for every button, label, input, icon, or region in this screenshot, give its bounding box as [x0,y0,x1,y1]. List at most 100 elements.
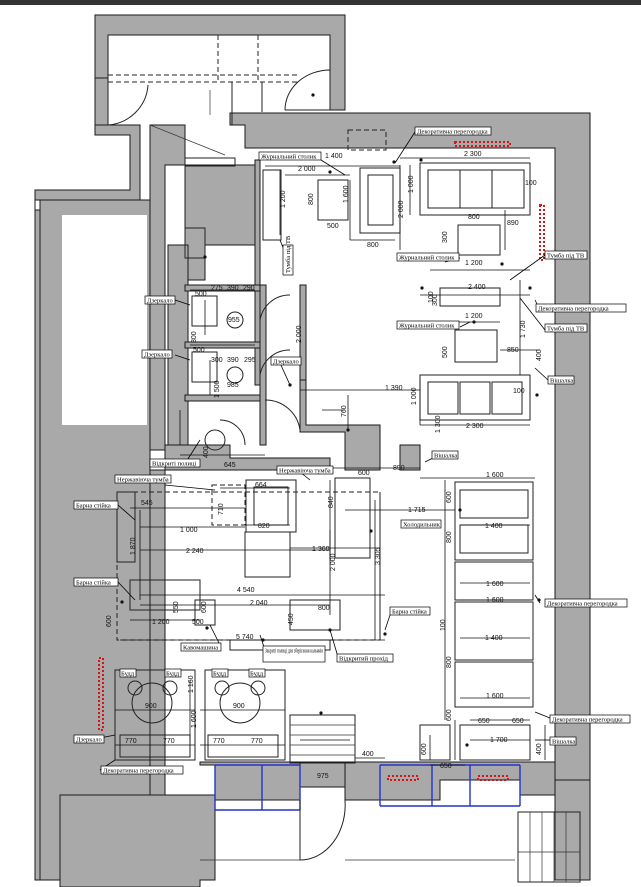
dim-label: 645 [224,462,236,469]
dim-label: 100 [428,291,435,303]
top-bar [0,0,641,5]
dim-label: 800 [446,531,453,543]
label-decor-partition-right: Декоративна перегородка [538,306,609,313]
dim-label: 500 [195,291,207,298]
dim-label: 1 300 [435,415,442,433]
label-hookah-4: Будд [250,671,264,678]
dim-label: 760 [341,405,348,417]
dim-label: 450 [288,613,295,625]
label-mirror-3: Дзеркало [273,359,299,366]
dim-label: 1 600 [486,693,504,700]
walls [34,14,591,887]
label-tv-stand-right: Тумба під ТВ [547,253,585,260]
dim-label: 300 [442,231,449,243]
dim-label: 500 [193,347,205,354]
dim-label: 800 [367,242,379,249]
label-decor-partition-top: Декоративна перегородка [417,129,488,136]
dim-label: 1 360 [312,546,330,553]
dim-label: 1 600 [343,185,350,203]
dim-label: 1 160 [188,675,195,693]
dim-label: 900 [233,703,245,710]
label-mirror-2: Дзеркало [144,352,170,359]
label-hookah-3: Будд [213,671,227,678]
dim-label: 2 400 [468,284,486,291]
dim-label: 2 000 [298,166,316,173]
dim-label: 600 [201,601,208,613]
dim-label: 1 600 [486,472,504,479]
dim-label: 1 000 [180,527,198,534]
label-decor-partition-bottom: Декоративна перегородка [103,768,174,775]
dim-label: 100 [513,388,525,395]
dim-label: 800 [468,214,480,221]
dim-label: 650 [512,718,524,725]
dim-label: 600 [358,470,370,477]
label-mirror-4: Дзеркало [76,737,102,744]
label-service-pass: Відкритий прохід [339,656,389,663]
dim-label: 1 000 [411,387,418,405]
dim-label: 890 [507,220,519,227]
dimension-texts: 2 000 1 400 2 300 100 800 1 600 500 800 … [106,151,543,780]
dim-label: 390 [227,357,239,364]
dim-label: 985 [227,382,239,389]
label-open-shelf: Відкриті полиці [152,461,196,468]
dim-label: 300 [191,331,198,343]
dim-label: 295 [244,357,256,364]
dim-label: 1 000 [408,175,415,193]
label-mirror-1: Дзеркало [147,298,173,305]
dim-label: 1 600 [486,597,504,604]
label-decor-partition-right3: Декоративна перегородка [552,717,623,724]
dim-label: 1 200 [280,190,287,208]
label-closed-shelf: Закриті полиці для зберігання кальянів [265,648,323,655]
dim-label: 770 [125,738,137,745]
label-hanger-2: Вішалка [434,453,457,460]
label-fridge: Холодильник [403,522,441,529]
doors-top [107,69,331,156]
dim-label: 290 [243,285,255,292]
dim-label: 600 [106,615,113,627]
callout-labels: Журнальний столик Декоративна перегородк… [73,126,631,775]
dim-label: 400 [536,349,543,361]
dim-label: 800 [308,193,315,205]
dim-label: 650 [478,718,490,725]
dim-label: 1 730 [520,320,527,338]
dim-label: 500 [192,619,204,626]
dim-label: 800 [446,656,453,668]
dim-label: 400 [536,743,543,755]
dim-label: 2 000 [398,200,405,218]
dim-label: 2 300 [466,423,484,430]
label-hanger-3: Вішалка [552,739,575,746]
dim-label: 1 600 [486,581,504,588]
dim-label: 820 [258,523,270,530]
dim-label: 800 [318,605,330,612]
dim-label: 975 [317,773,329,780]
label-coffee-table-low: Журнальний столик [399,323,455,330]
dim-label: 3 305 [375,547,382,565]
dim-label: 770 [251,738,263,745]
dim-label: 2 240 [186,548,204,555]
lounge-tables-bottom [98,657,286,761]
dim-label: 770 [213,738,225,745]
dim-label: 1 390 [385,385,403,392]
label-coffee-table-top: Журнальний столик [261,154,317,161]
dim-label: 955 [228,317,240,324]
label-bar-rack-1: Барна стійка [76,503,111,510]
dim-label: 1 500 [214,380,221,398]
dim-label: 710 [218,503,225,515]
dim-label: 1 400 [485,523,503,530]
label-hanger-1: Вішалка [550,378,573,385]
dim-label: 600 [446,491,453,503]
dim-label: 500 [327,223,339,230]
stairs-top [108,35,300,259]
dim-label: 1 400 [485,635,503,642]
dim-label: 300 [211,357,223,364]
dim-label: 2 040 [250,600,268,607]
dim-label: 1 870 [130,537,137,555]
dim-label: 850 [507,347,519,354]
wc-rooms [191,294,301,451]
label-tv-stand-right2: Тумба під ТВ [547,326,585,333]
dim-label: 890 [393,465,405,472]
dim-label: 5 740 [236,634,254,641]
dim-label: 664 [255,482,267,489]
dim-label: 100 [440,619,447,631]
